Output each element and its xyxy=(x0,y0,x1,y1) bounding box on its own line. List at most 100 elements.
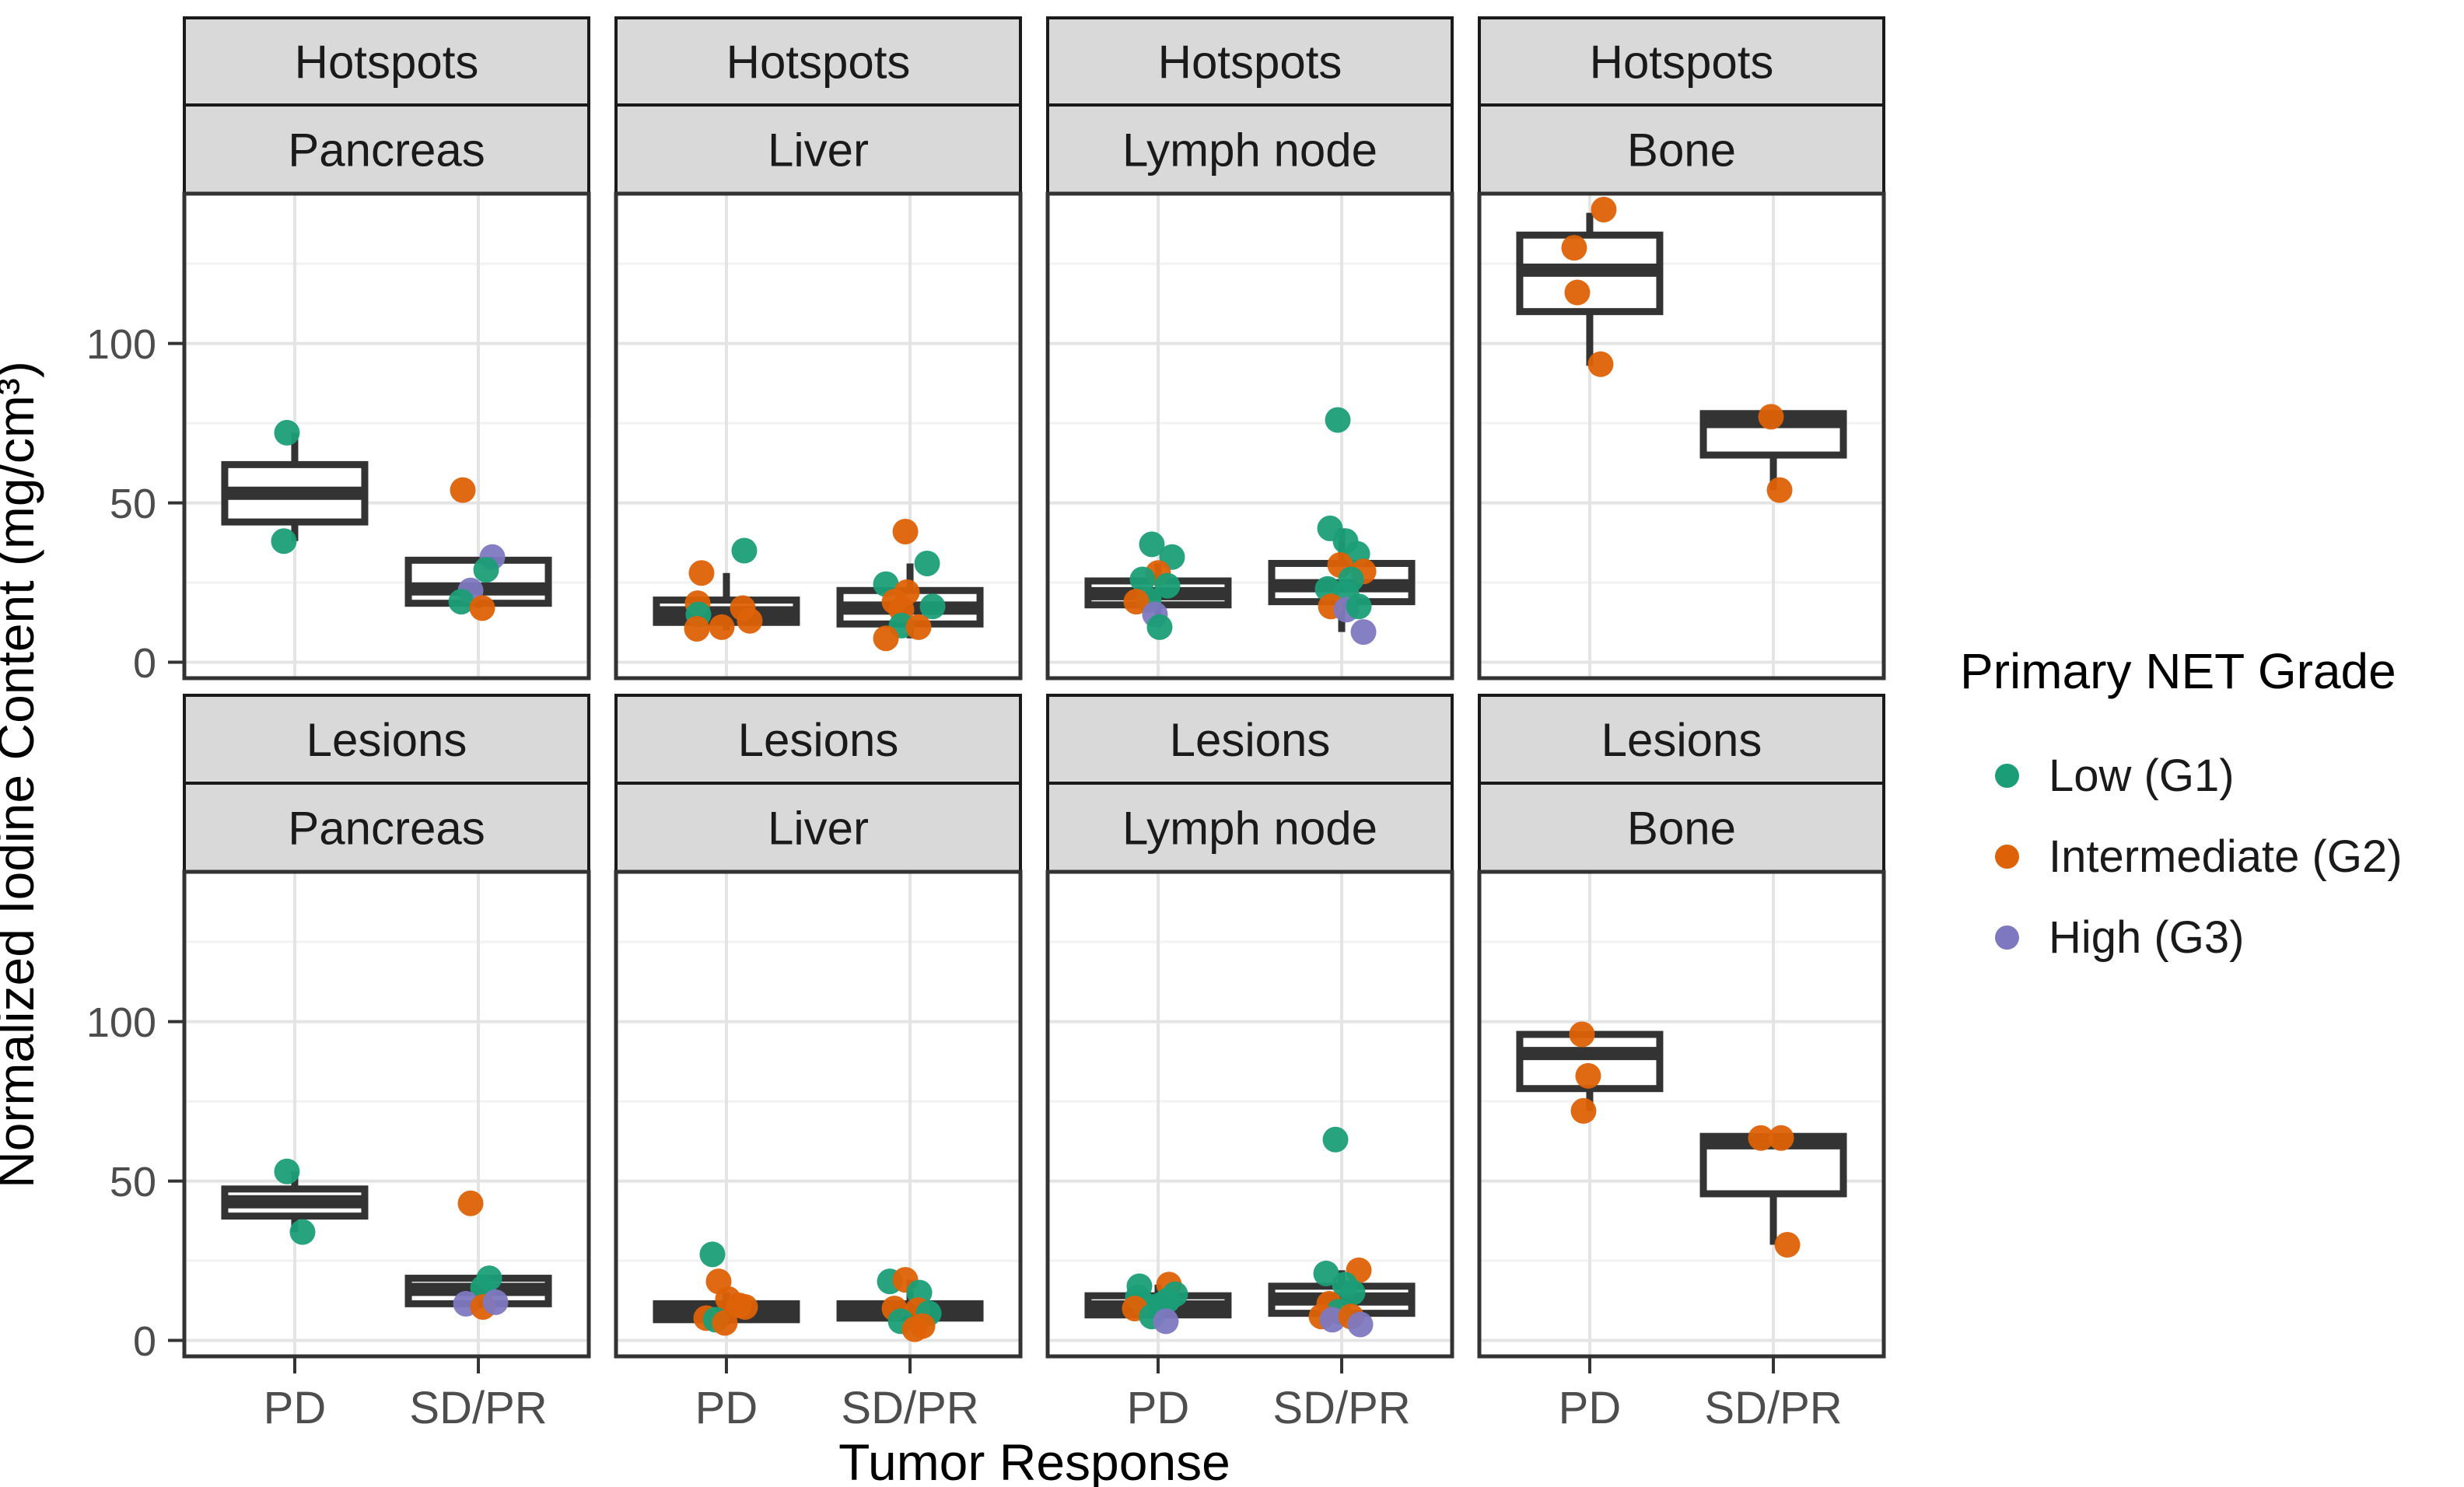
facet-strip-label-hotspots: Hotspots xyxy=(1158,37,1342,89)
legend-label-high: High (G3) xyxy=(2049,911,2245,963)
legend-item-high: High (G3) xyxy=(1960,911,2403,963)
facet-strip-label-lesions: Lesions xyxy=(738,714,899,766)
jitter-point-g1 xyxy=(274,1158,300,1184)
jitter-point-g2 xyxy=(1570,1097,1597,1124)
jitter-point-g2 xyxy=(1564,279,1591,306)
jitter-point-g1 xyxy=(473,557,499,583)
jitter-point-g2 xyxy=(709,614,735,640)
panel-border-hotspots-liver xyxy=(614,191,1023,681)
jitter-point-g1 xyxy=(274,419,300,446)
jitter-point-g2 xyxy=(892,518,919,544)
panel-border-hotspots-bone xyxy=(1477,191,1886,681)
x-category-label: PD xyxy=(1127,1383,1190,1433)
jitter-point-g2 xyxy=(901,1316,928,1342)
facet-strip-label-liver: Liver xyxy=(768,124,869,177)
facet-strip-label-lymph-node: Lymph node xyxy=(1122,124,1377,177)
jitter-point-g2 xyxy=(1766,477,1793,503)
jitter-point-g1 xyxy=(1313,1260,1339,1286)
facet-strip-lesions xyxy=(1046,694,1454,785)
y-axis-title: Normalized Iodine Content (mg/cm³) xyxy=(0,361,44,1188)
facet-strip-label-hotspots: Hotspots xyxy=(1590,37,1774,89)
panel-border-hotspots-pancreas xyxy=(182,191,591,681)
x-category-label: SD/PR xyxy=(1272,1383,1410,1433)
x-axis-title: Tumor Response xyxy=(838,1433,1230,1487)
legend-item-low: Low (G1) xyxy=(1960,750,2403,801)
facet-strip-lesions xyxy=(1478,694,1885,785)
y-tick-label: 100 xyxy=(86,321,156,368)
legend-dot-g3-icon xyxy=(1995,925,2019,950)
jitter-point-g1 xyxy=(1146,614,1173,640)
jitter-point-g2 xyxy=(688,560,715,586)
jitter-point-g1 xyxy=(699,1241,726,1268)
legend-dot-g1-icon xyxy=(1995,763,2019,788)
legend-title: Primary NET Grade xyxy=(1960,643,2396,699)
jitter-point-g2 xyxy=(469,595,495,621)
jitter-point-g1 xyxy=(1339,1279,1366,1306)
facet-strip-lymph-node xyxy=(1046,103,1454,195)
jitter-point-g1 xyxy=(914,550,940,576)
x-category-label: SD/PR xyxy=(409,1383,547,1433)
facet-strip-label-hotspots: Hotspots xyxy=(295,37,479,89)
facet-strip-liver xyxy=(614,103,1022,195)
facet-strip-liver xyxy=(614,782,1022,873)
jitter-point-g2 xyxy=(1591,196,1617,222)
panel-border-lesions-liver xyxy=(614,869,1023,1359)
jitter-point-g3 xyxy=(1350,619,1377,646)
jitter-point-g2 xyxy=(1587,351,1614,377)
jitter-point-g2 xyxy=(1748,1125,1774,1151)
jitter-point-g2 xyxy=(450,477,476,503)
jitter-point-g2 xyxy=(684,615,710,642)
x-category-label: PD xyxy=(1559,1383,1622,1433)
facet-strip-label-lesions: Lesions xyxy=(1170,714,1331,766)
x-category-label: PD xyxy=(264,1383,327,1433)
jitter-point-g1 xyxy=(1346,593,1372,620)
y-tick-label: 100 xyxy=(86,999,156,1046)
jitter-point-g2 xyxy=(1123,589,1150,615)
y-tick-label: 0 xyxy=(133,1318,156,1365)
jitter-point-g2 xyxy=(1575,1062,1601,1089)
jitter-point-g1 xyxy=(448,589,474,615)
facet-strip-label-pancreas: Pancreas xyxy=(288,124,485,177)
jitter-point-g2 xyxy=(1569,1021,1595,1048)
legend-label-low: Low (G1) xyxy=(2049,750,2235,801)
y-tick-label: 50 xyxy=(110,481,156,527)
panel-border-lesions-lymph-node xyxy=(1045,869,1454,1359)
legend: Primary NET Grade Low (G1) Intermediate … xyxy=(1960,642,2403,994)
legend-dot-g2-icon xyxy=(1995,844,2019,869)
legend-item-intermediate: Intermediate (G2) xyxy=(1960,831,2403,882)
facet-strip-label-liver: Liver xyxy=(768,803,869,855)
jitter-point-g1 xyxy=(1325,407,1351,433)
jitter-point-g2 xyxy=(905,614,932,640)
jitter-point-g1 xyxy=(731,537,758,564)
facet-strip-hotspots xyxy=(1478,16,1885,107)
x-category-label: PD xyxy=(695,1383,758,1433)
facet-strip-hotspots xyxy=(183,16,590,107)
y-tick-label: 50 xyxy=(110,1159,156,1205)
jitter-point-g2 xyxy=(712,1310,738,1336)
jitter-point-g1 xyxy=(1154,572,1181,599)
facet-strip-label-lesions: Lesions xyxy=(1601,714,1762,766)
jitter-point-g3 xyxy=(1153,1308,1179,1335)
jitter-point-g2 xyxy=(1774,1232,1801,1258)
jitter-point-g1 xyxy=(1322,1126,1349,1153)
facet-strip-hotspots xyxy=(1046,16,1454,107)
jitter-point-g3 xyxy=(1347,1311,1374,1338)
jitter-point-g1 xyxy=(1139,531,1165,558)
facet-strip-lymph-node xyxy=(1046,782,1454,873)
facet-strip-label-bone: Bone xyxy=(1627,124,1736,177)
facet-strip-bone xyxy=(1478,103,1885,195)
y-tick-label: 0 xyxy=(133,640,156,687)
legend-label-intermediate: Intermediate (G2) xyxy=(2049,831,2403,882)
facet-strip-label-lesions: Lesions xyxy=(306,714,467,766)
panel-border-lesions-pancreas xyxy=(182,869,591,1359)
x-category-label: SD/PR xyxy=(1704,1383,1842,1433)
jitter-point-g2 xyxy=(737,607,763,634)
facet-strip-label-hotspots: Hotspots xyxy=(726,37,911,89)
jitter-point-g2 xyxy=(1768,1125,1794,1151)
jitter-point-g1 xyxy=(271,528,297,555)
jitter-point-g1 xyxy=(919,593,946,620)
jitter-point-g2 xyxy=(457,1190,484,1216)
jitter-point-g2 xyxy=(1758,404,1784,430)
panel-border-hotspots-lymph-node xyxy=(1045,191,1454,681)
